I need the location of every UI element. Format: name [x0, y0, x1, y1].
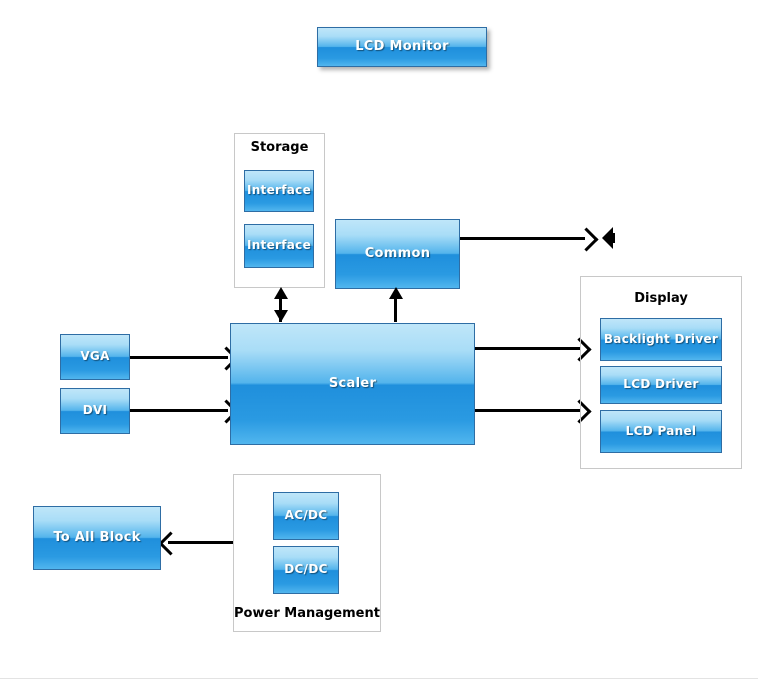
group-display-label: Display: [634, 291, 688, 306]
bottom-divider: [0, 678, 758, 679]
node-lcd-panel[interactable]: LCD Panel: [600, 410, 722, 453]
group-power-management-label: Power Management: [234, 606, 380, 621]
connector-storage-scaler-arrowhead-up: [274, 287, 288, 299]
connector-storage-scaler: [279, 292, 282, 322]
node-vga[interactable]: VGA: [60, 334, 130, 380]
group-display: [580, 276, 742, 469]
node-ac-dc[interactable]: AC/DC: [273, 492, 339, 540]
connector-vga-to-scaler: [130, 356, 228, 359]
node-common[interactable]: Common: [335, 219, 460, 289]
speaker-icon-cone: [602, 227, 613, 249]
node-backlight-driver[interactable]: Backlight Driver: [600, 318, 722, 361]
speaker-icon-body: [610, 233, 615, 243]
connector-common-to-speaker: [460, 237, 585, 240]
connector-storage-scaler-arrowhead-down: [274, 310, 288, 322]
connector-scaler-to-display-upper: [475, 347, 580, 350]
group-power-management: [233, 474, 381, 632]
connector-common-to-speaker-arrowhead: [574, 227, 599, 252]
connector-scaler-to-common-arrowhead: [389, 287, 403, 299]
node-interface-top[interactable]: Interface: [244, 170, 314, 212]
group-storage-label: Storage: [250, 140, 309, 155]
connector-dvi-to-scaler: [130, 409, 228, 412]
connector-scaler-to-display-lower: [475, 409, 580, 412]
node-to-all-block[interactable]: To All Block: [33, 506, 161, 570]
node-lcd-monitor[interactable]: LCD Monitor: [317, 27, 487, 67]
node-dvi[interactable]: DVI: [60, 388, 130, 434]
node-scaler[interactable]: Scaler: [230, 323, 475, 445]
connector-power-to-all-block: [168, 541, 233, 544]
node-interface-bottom[interactable]: Interface: [244, 224, 314, 268]
speaker-icon: [598, 227, 620, 249]
connector-power-to-all-block-arrowhead: [158, 531, 183, 556]
connector-scaler-to-common: [394, 292, 397, 322]
node-dc-dc[interactable]: DC/DC: [273, 546, 339, 594]
node-lcd-driver[interactable]: LCD Driver: [600, 366, 722, 404]
